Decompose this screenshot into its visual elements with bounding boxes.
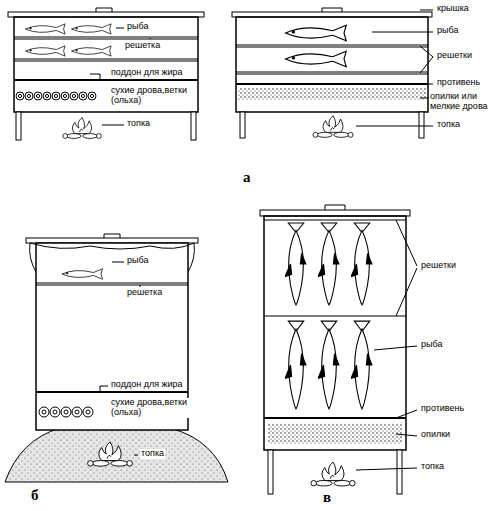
- part-label: топка: [420, 462, 445, 472]
- part-label: опилки или мелкие дрова: [429, 92, 497, 112]
- smokehouse-a-left: [8, 8, 204, 140]
- part-label: противень: [436, 78, 481, 88]
- part-label: решетка: [126, 288, 163, 298]
- part-label: рыба: [126, 256, 149, 266]
- smokehouse-a-right: [232, 8, 433, 138]
- smokehouse-v: [260, 205, 417, 494]
- part-label: рыба: [420, 340, 443, 350]
- part-label: решетки: [436, 51, 473, 61]
- part-label: топка: [140, 449, 165, 459]
- part-label: топка: [126, 119, 151, 129]
- part-label: противень: [420, 404, 465, 414]
- part-label: поддон для жира: [110, 68, 184, 78]
- panel-letter: б: [30, 488, 40, 503]
- part-label: сухие дрова,ветки (ольха): [110, 86, 196, 106]
- panel-letter: а: [242, 170, 252, 185]
- part-label: крышка: [436, 4, 470, 14]
- part-label: опилки: [420, 430, 451, 440]
- part-label: решетки: [420, 261, 457, 271]
- panel-letter: в: [322, 490, 332, 505]
- part-label: сухие дрова,ветки (ольха): [110, 398, 196, 418]
- part-label: топка: [436, 120, 461, 130]
- part-label: рыба: [436, 26, 459, 36]
- part-label: рыба: [126, 22, 149, 32]
- smokehouse-b: [5, 234, 228, 482]
- part-label: поддон для жира: [110, 380, 184, 390]
- part-label: решетка: [124, 41, 161, 51]
